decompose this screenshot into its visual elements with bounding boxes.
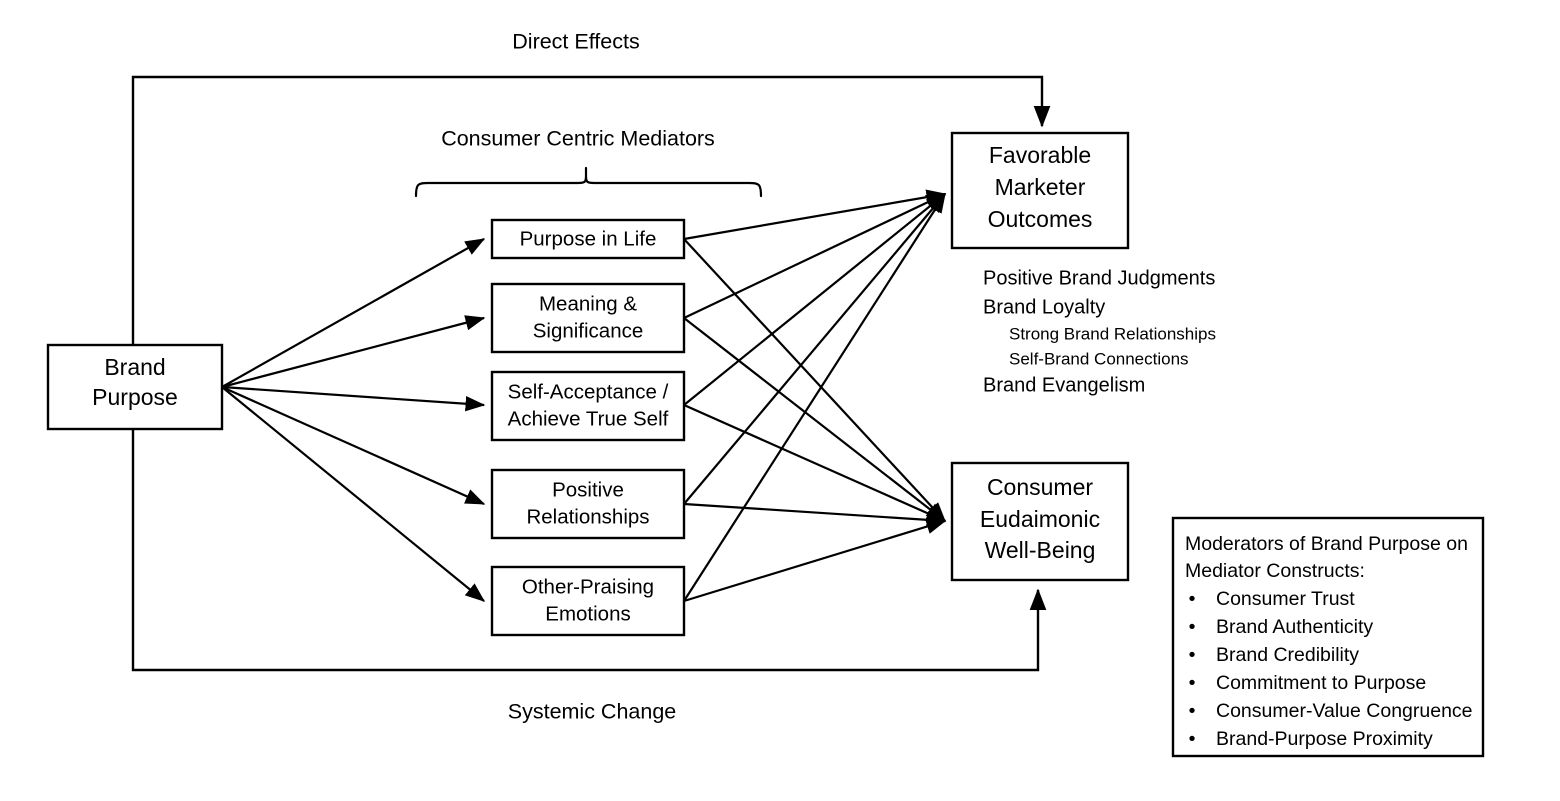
- outcome-item-4: Self-Brand Connections: [1009, 349, 1189, 368]
- consumer-centric-mediators-label: Consumer Centric Mediators: [441, 127, 715, 151]
- moderators-box[interactable]: Moderators of Brand Purpose on Mediator …: [1171, 516, 1485, 758]
- mediator-box-self-acceptance[interactable]: Self-Acceptance / Achieve True Self: [490, 370, 686, 442]
- mediator-label-1-line-1: Purpose in Life: [520, 227, 657, 250]
- systemic-change-label: Systemic Change: [508, 700, 677, 724]
- wellbeing-box-line-2: Eudaimonic: [980, 506, 1100, 532]
- mediator-box-positive-relationships[interactable]: Positive Relationships: [490, 468, 686, 540]
- outcome-item-3: Strong Brand Relationships: [1009, 324, 1216, 343]
- antecedent-to-mediator-arrows: [221, 238, 486, 602]
- brand-purpose-line-1: Brand: [104, 354, 165, 380]
- mediator-label-3-line-1: Self-Acceptance /: [508, 380, 669, 403]
- mediator-label-4-line-2: Relationships: [526, 505, 649, 528]
- moderator-item-1: Consumer Trust: [1216, 588, 1355, 610]
- brand-purpose-line-2: Purpose: [92, 384, 178, 410]
- moderator-item-6: Brand-Purpose Proximity: [1216, 728, 1433, 750]
- wellbeing-box-line-3: Well-Being: [985, 537, 1096, 563]
- moderators-title-line-2: Mediator Constructs:: [1185, 560, 1365, 582]
- moderator-item-5: Consumer-Value Congruence: [1216, 700, 1473, 722]
- moderator-item-4: Commitment to Purpose: [1216, 672, 1426, 694]
- outcomes-box-line-1: Favorable: [989, 142, 1091, 168]
- mediator-box-meaning-significance[interactable]: Meaning & Significance: [490, 282, 686, 354]
- mediators-brace: [414, 166, 763, 198]
- mediator-to-outcomes-arrows: [683, 189, 947, 602]
- moderator-item-3: Brand Credibility: [1216, 644, 1359, 666]
- bullet-icon: •: [1189, 728, 1196, 750]
- bullet-icon: •: [1189, 644, 1196, 666]
- consumer-eudaimonic-wellbeing-box[interactable]: Consumer Eudaimonic Well-Being: [950, 461, 1130, 582]
- mediator-label-2-line-2: Significance: [533, 319, 644, 342]
- outcomes-box-line-3: Outcomes: [988, 206, 1093, 232]
- outcomes-box-line-2: Marketer: [995, 174, 1086, 200]
- outcome-item-1: Positive Brand Judgments: [983, 267, 1215, 289]
- systemic-change-path: [131, 387, 1047, 672]
- mediator-to-wellbeing-arrows: [683, 238, 947, 603]
- mediator-label-4-line-1: Positive: [552, 478, 624, 501]
- mediator-label-2-line-1: Meaning &: [539, 292, 637, 315]
- mediator-box-purpose-in-life[interactable]: Purpose in Life: [490, 218, 686, 260]
- bullet-icon: •: [1189, 588, 1196, 610]
- wellbeing-box-line-1: Consumer: [987, 474, 1093, 500]
- mediator-box-other-praising-emotions[interactable]: Other-Praising Emotions: [490, 565, 686, 637]
- direct-effects-label: Direct Effects: [512, 30, 639, 54]
- mediator-label-5-line-1: Other-Praising: [522, 575, 654, 598]
- brand-purpose-box[interactable]: Brand Purpose: [46, 343, 224, 431]
- bullet-icon: •: [1189, 672, 1196, 694]
- direct-effects-path: [131, 75, 1051, 387]
- mediator-label-5-line-2: Emotions: [545, 602, 630, 625]
- bullet-icon: •: [1189, 700, 1196, 722]
- moderator-item-2: Brand Authenticity: [1216, 616, 1373, 638]
- outcome-item-2: Brand Loyalty: [983, 296, 1105, 318]
- moderators-title-line-1: Moderators of Brand Purpose on: [1185, 533, 1468, 555]
- favorable-marketer-outcomes-box[interactable]: Favorable Marketer Outcomes: [950, 131, 1130, 250]
- outcome-item-5: Brand Evangelism: [983, 374, 1145, 396]
- outcomes-detail-list: Positive Brand Judgments Brand Loyalty S…: [983, 267, 1216, 396]
- bullet-icon: •: [1189, 616, 1196, 638]
- mediator-label-3-line-2: Achieve True Self: [508, 407, 669, 430]
